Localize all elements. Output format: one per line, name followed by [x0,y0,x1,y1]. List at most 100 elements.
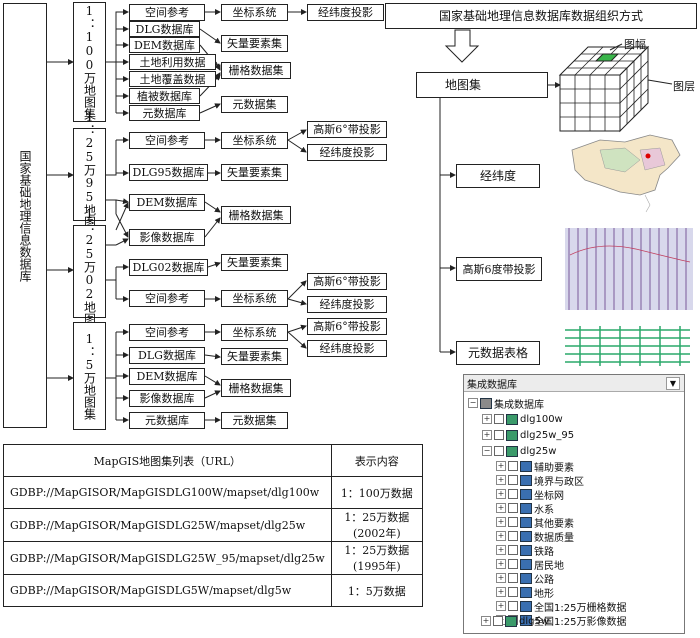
tree-subitem[interactable]: + 其他要素 [496,515,574,530]
checkbox[interactable] [508,573,518,583]
d-gauss-box: 高斯6°带投影 [307,273,387,290]
dropdown-icon[interactable]: ▼ [666,376,680,390]
collapse-icon[interactable]: − [482,446,492,456]
layer-icon [520,600,532,612]
meta-table-box: 元数据表格 [456,341,540,365]
c-dem-box: DEM数据库 [129,194,205,211]
a-dlg-box: DLG数据库 [129,21,200,37]
e-gauss-box: 高斯6°带投影 [307,318,387,335]
tree-subitem[interactable]: +境界与政区 [496,473,584,488]
group-250k-02-atlas: 1：25万02地图集 [73,207,106,337]
table-cell: 1：25万数据(2002年) [330,508,424,542]
table-cell: GDBP://MapGISOR/MapGISDLG25W/mapset/dlg2… [3,508,332,542]
group-1m-atlas: 1：100万地图集 [73,2,106,122]
expand-icon[interactable]: + [482,430,492,440]
tree-subitem-label: 辅助要素 [534,462,574,474]
right-title-box: 国家基础地理信息数据库数据组织方式 [385,3,697,29]
grid-cube-illustration [558,43,673,133]
tree-subitem-label: 数据质量 [534,532,574,544]
checkbox[interactable] [508,517,518,527]
tree-subitem[interactable]: +全国1:25万栅格数据 [496,599,626,614]
tree-subitem[interactable]: +坐标网 [496,487,564,502]
tree-subitem[interactable]: +铁路 [496,543,554,558]
e-dem-box: DEM数据库 [129,368,205,385]
tree-item-label: dlg5w [519,615,550,627]
tree-subitem[interactable]: + 数据质量 [496,529,574,544]
tree-subitem[interactable]: +水系 [496,501,554,516]
d-spatial-box: 空间参考 [129,290,205,307]
checkbox[interactable] [508,545,518,555]
tree-subitem[interactable]: + 辅助要素 [496,459,574,474]
e-spatial-box: 空间参考 [129,324,205,341]
table-cell: GDBP://MapGISOR/MapGISDLG25W_95/mapset/d… [3,541,332,575]
mapset-icon [506,445,518,457]
tree-subitem[interactable]: +居民地 [496,557,564,572]
tree-item-label: dlg25w_95 [520,429,575,441]
expand-icon[interactable]: + [496,489,506,499]
tree-item-dlg25w-95[interactable]: + dlg25w_95 [482,428,574,442]
expand-icon[interactable]: + [496,531,506,541]
mapset-icon [506,429,518,441]
china-map-illustration [571,134,681,213]
e-meta-box: 元数据库 [129,412,205,429]
checkbox[interactable] [493,616,503,626]
a-coord-box: 坐标系统 [221,4,288,21]
tree-item-label: dlg100w [520,413,563,425]
table-cell: GDBP://MapGISOR/MapGISDLG100W/mapset/dlg… [3,476,332,509]
a-spatial-box: 空间参考 [129,4,205,21]
expand-icon[interactable]: + [496,545,506,555]
collapse-icon[interactable]: − [468,398,478,408]
checkbox[interactable] [508,601,518,611]
table-cell: 1：100万数据 [330,476,424,509]
mapset-icon [505,615,517,627]
tree-item-dlg5w-row[interactable]: + dlg5w [481,614,549,628]
layer-icon [520,516,532,528]
expand-icon[interactable]: + [482,414,492,424]
expand-icon[interactable]: + [496,475,506,485]
d-dlg02-box: DLG02数据库 [129,259,208,276]
table-header-cell: MapGIS地图集列表（URL） [3,444,332,477]
catalog-tree-panel: 集成数据库 ▼ − 集成数据库 + dlg100w + dlg25w_95 − … [463,374,685,634]
checkbox[interactable] [494,414,504,424]
checkbox[interactable] [508,489,518,499]
a-latlon-box: 经纬度投影 [307,4,384,21]
tree-item-dlg25w[interactable]: − dlg25w [482,444,556,458]
checkbox[interactable] [508,461,518,471]
checkbox[interactable] [494,430,504,440]
tree-subitem-label: 全国1:25万影像数据 [534,616,627,628]
e-latlon-box: 经纬度投影 [307,340,387,357]
table-row: GDBP://MapGISOR/MapGISDLG25W_95/mapset/d… [3,541,424,575]
database-icon [480,397,492,409]
e-vector-box: 矢量要素集 [221,348,288,365]
expand-icon[interactable]: + [496,573,506,583]
tree-subitem[interactable]: +公路 [496,571,554,586]
metadata-table-illustration [565,326,690,366]
c-raster-box: 栅格数据集 [221,206,291,224]
expand-icon[interactable]: + [496,461,506,471]
tree-item-dlg100w[interactable]: + dlg100w [482,412,563,426]
layer-icon [520,614,532,626]
expand-icon[interactable]: + [481,616,491,626]
expand-icon[interactable]: + [496,503,506,513]
layer-icon [520,474,532,486]
expand-icon[interactable]: + [496,517,506,527]
expand-icon[interactable]: + [496,559,506,569]
tree-subitem[interactable]: +地形 [496,585,554,600]
checkbox[interactable] [508,531,518,541]
layer-icon [520,572,532,584]
mapset-icon [506,413,518,425]
expand-icon[interactable]: + [496,601,506,611]
tree-root[interactable]: − 集成数据库 [468,396,544,411]
layer-icon [520,586,532,598]
expand-icon[interactable]: + [496,587,506,597]
checkbox[interactable] [508,587,518,597]
group-250k-95-atlas: 1：25万95地图集 [73,110,106,240]
checkbox[interactable] [494,446,504,456]
checkbox[interactable] [508,559,518,569]
checkbox[interactable] [508,503,518,513]
checkbox[interactable] [508,475,518,485]
table-header-cell: 表示内容 [330,444,424,477]
tree-subitem-label: 其他要素 [534,518,574,530]
c-img-box: 影像数据库 [129,229,205,246]
